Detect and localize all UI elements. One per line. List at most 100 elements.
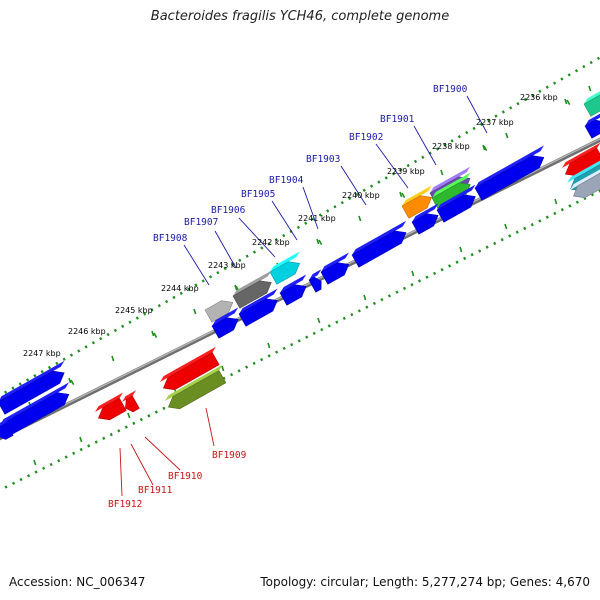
kbp-tick bbox=[564, 98, 568, 105]
gene-label-bf1908[interactable]: BF1908 bbox=[153, 233, 188, 244]
gene-rev-edge-top bbox=[0, 417, 10, 430]
gene-rev-edge-body bbox=[0, 422, 14, 440]
kbp-label: 2247 kbp bbox=[23, 349, 61, 358]
gene-label-bf1902[interactable]: BF1902 bbox=[349, 132, 383, 143]
leader-line-fwd bbox=[340, 165, 367, 206]
leader-line-rev bbox=[119, 447, 123, 497]
kbp-tick bbox=[411, 270, 415, 277]
kbp-tick bbox=[401, 192, 406, 198]
kbp-tick bbox=[221, 365, 225, 372]
leader-line-rev bbox=[130, 443, 154, 486]
kbp-tick bbox=[234, 284, 238, 291]
gene-bf1902-top bbox=[402, 185, 432, 206]
leader-line-fwd bbox=[214, 230, 237, 269]
leader-line-fwd bbox=[271, 200, 298, 241]
kbp-tick bbox=[68, 377, 72, 384]
kbp-label: 2242 kbp bbox=[252, 238, 290, 247]
gene-fwd-8-body bbox=[238, 298, 278, 327]
gene-fwd-9 bbox=[211, 307, 239, 339]
gene-fwd-5-body bbox=[320, 262, 350, 285]
kbp-tick bbox=[363, 294, 367, 301]
gene-bf1905-top bbox=[270, 251, 300, 272]
genome-title: Bacteroides fragilis YCH46, complete gen… bbox=[150, 9, 450, 24]
kbp-tick bbox=[358, 215, 362, 222]
kbp-label: 2236 kbp bbox=[520, 93, 558, 102]
gene-rev-3-body bbox=[573, 172, 600, 199]
kbp-tick bbox=[459, 246, 463, 253]
kbp-label: 2243 kbp bbox=[208, 261, 246, 270]
leader-line-fwd bbox=[375, 143, 409, 189]
gene-fwd-9-body bbox=[211, 317, 239, 339]
gene-fwd-3-body bbox=[411, 213, 439, 235]
gene-bf1909 bbox=[160, 346, 220, 391]
gene-bf1901-b-top bbox=[432, 172, 471, 198]
outer-tick-ring bbox=[0, 56, 600, 408]
gene-bf1911 bbox=[95, 392, 127, 421]
gene-bf1900-body bbox=[583, 93, 600, 117]
gene-bf1911-body bbox=[98, 397, 127, 421]
kbp-label: 2237 kbp bbox=[476, 118, 514, 127]
label-leader-lines bbox=[119, 95, 488, 497]
gene-bf1900-top bbox=[584, 83, 600, 104]
gene-label-bf1907[interactable]: BF1907 bbox=[184, 217, 218, 228]
gene-label-bf1910[interactable]: BF1910 bbox=[168, 471, 203, 482]
gene-fwd-6-body bbox=[308, 276, 322, 293]
kbp-label: 2239 kbp bbox=[387, 167, 425, 176]
kbp-tick bbox=[505, 132, 509, 139]
gene-fwd-10 bbox=[0, 360, 65, 415]
gene-label-bf1911[interactable]: BF1911 bbox=[138, 485, 173, 496]
kbp-tick bbox=[70, 379, 75, 385]
gene-label-bf1912[interactable]: BF1912 bbox=[108, 499, 142, 510]
kbp-tick bbox=[317, 317, 321, 324]
gene-bf1907 bbox=[232, 270, 272, 309]
kbp-tick bbox=[318, 239, 323, 245]
genome-summary-text: Topology: circular; Length: 5,277,274 bp… bbox=[260, 575, 590, 589]
gene-label-bf1900[interactable]: BF1900 bbox=[433, 84, 468, 95]
gene-features bbox=[0, 83, 600, 440]
kbp-tick bbox=[554, 198, 558, 205]
gene-bf1909-b-top bbox=[165, 364, 223, 401]
kbp-label: 2245 kbp bbox=[115, 306, 153, 315]
gene-fwd-1-body bbox=[474, 155, 545, 201]
gene-label-bf1909[interactable]: BF1909 bbox=[212, 450, 247, 461]
gene-fwd-6-top bbox=[309, 269, 322, 280]
gene-bf1908-top bbox=[205, 290, 234, 310]
gene-bf1900 bbox=[583, 83, 600, 117]
kbp-tick bbox=[316, 238, 320, 245]
kbp-tick bbox=[588, 85, 592, 92]
gene-bf1907-body bbox=[232, 280, 272, 309]
gene-fwd-5 bbox=[320, 252, 350, 285]
gene-fwd-2 bbox=[436, 184, 476, 223]
gene-bf1909-top bbox=[160, 346, 216, 382]
kbp-tick bbox=[440, 169, 444, 176]
inner-tick-ring bbox=[0, 177, 600, 492]
gene-bf1909-body bbox=[163, 352, 220, 391]
kbp-tick bbox=[111, 355, 115, 362]
gene-bf1910-top bbox=[122, 390, 137, 402]
kbp-label: 2238 kbp bbox=[432, 142, 470, 151]
gene-label-bf1906[interactable]: BF1906 bbox=[211, 205, 246, 216]
kbp-tick bbox=[482, 144, 486, 151]
gene-fwd-7-top bbox=[280, 274, 307, 293]
gene-rev-3-top bbox=[570, 167, 600, 190]
gene-fwd-10-body bbox=[0, 370, 65, 415]
gene-label-bf1901[interactable]: BF1901 bbox=[380, 114, 415, 125]
gene-bf1909-b-body bbox=[168, 370, 227, 410]
accession-text: Accession: NC_006347 bbox=[9, 575, 146, 589]
kbp-tick bbox=[566, 99, 571, 105]
gene-label-bf1904[interactable]: BF1904 bbox=[269, 175, 304, 186]
gene-bf1910-body bbox=[125, 395, 140, 413]
gene-label-bf1905[interactable]: BF1905 bbox=[241, 189, 275, 200]
kbp-tick bbox=[399, 191, 403, 198]
kbp-tick bbox=[483, 145, 488, 151]
gene-fwd-2-top bbox=[437, 184, 476, 210]
gene-bf1910 bbox=[122, 390, 140, 413]
gene-fwd-11-top bbox=[0, 382, 69, 425]
gene-bf1908 bbox=[204, 290, 234, 323]
gene-bf1909-b bbox=[165, 364, 227, 410]
gene-fwd-12-top bbox=[585, 110, 600, 126]
gene-label-bf1903[interactable]: BF1903 bbox=[306, 154, 340, 165]
gene-fwd-3-top bbox=[412, 203, 439, 222]
